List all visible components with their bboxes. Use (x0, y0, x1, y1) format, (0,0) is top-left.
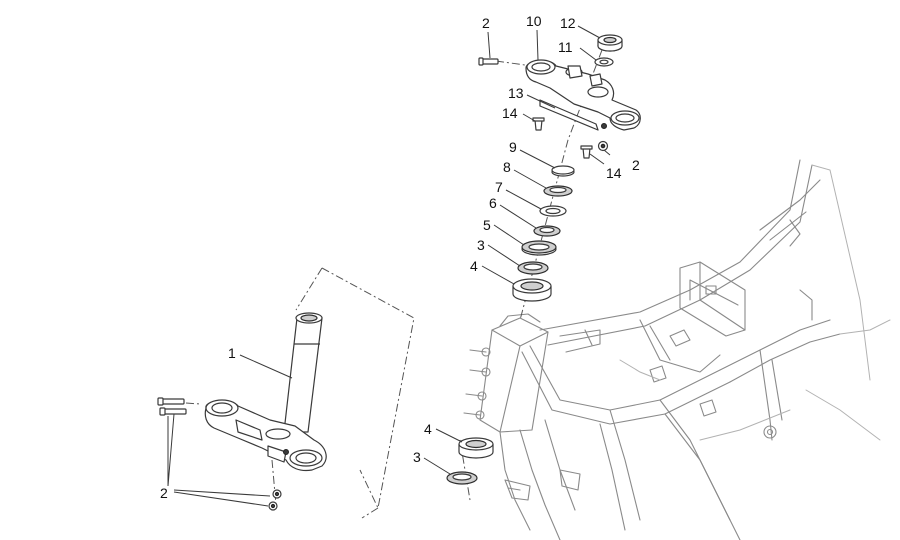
lower-triple-clamp-stem (204, 312, 327, 472)
callout-2-bottom: 2 (160, 485, 168, 501)
washer-11 (594, 57, 614, 67)
upper-triple-clamp (525, 59, 641, 131)
callout-12: 12 (560, 15, 576, 31)
bolt-top (478, 57, 499, 66)
callout-11: 11 (558, 39, 573, 55)
callout-8: 8 (503, 159, 511, 175)
motorcycle-frame (463, 159, 891, 540)
callout-6: 6 (489, 195, 497, 211)
callout-14-left: 14 (502, 105, 518, 121)
callout-4-lower: 4 (424, 421, 432, 437)
callout-1: 1 (228, 345, 236, 361)
callout-3-upper: 3 (477, 237, 485, 253)
callout-7: 7 (495, 179, 503, 195)
callout-3-lower: 3 (413, 449, 421, 465)
leader-lines (167, 25, 611, 507)
bearing-stack (446, 165, 575, 485)
stem-nut (597, 34, 623, 52)
bolts-lower-clamp (157, 397, 282, 511)
callout-4-upper: 4 (470, 258, 478, 274)
nut-2-right (597, 140, 609, 152)
screw-14-left (532, 117, 545, 131)
callout-2-top: 2 (482, 15, 490, 31)
callout-10: 10 (526, 13, 542, 29)
callout-14-right: 14 (606, 165, 622, 181)
callout-9: 9 (509, 139, 517, 155)
callout-13: 13 (508, 85, 524, 101)
callout-2-right: 2 (632, 157, 640, 173)
screw-14-right (580, 145, 593, 159)
callout-labels: 1 2 2 2 3 3 4 4 5 6 7 8 9 10 11 12 13 14… (160, 13, 640, 501)
callout-5: 5 (483, 217, 491, 233)
